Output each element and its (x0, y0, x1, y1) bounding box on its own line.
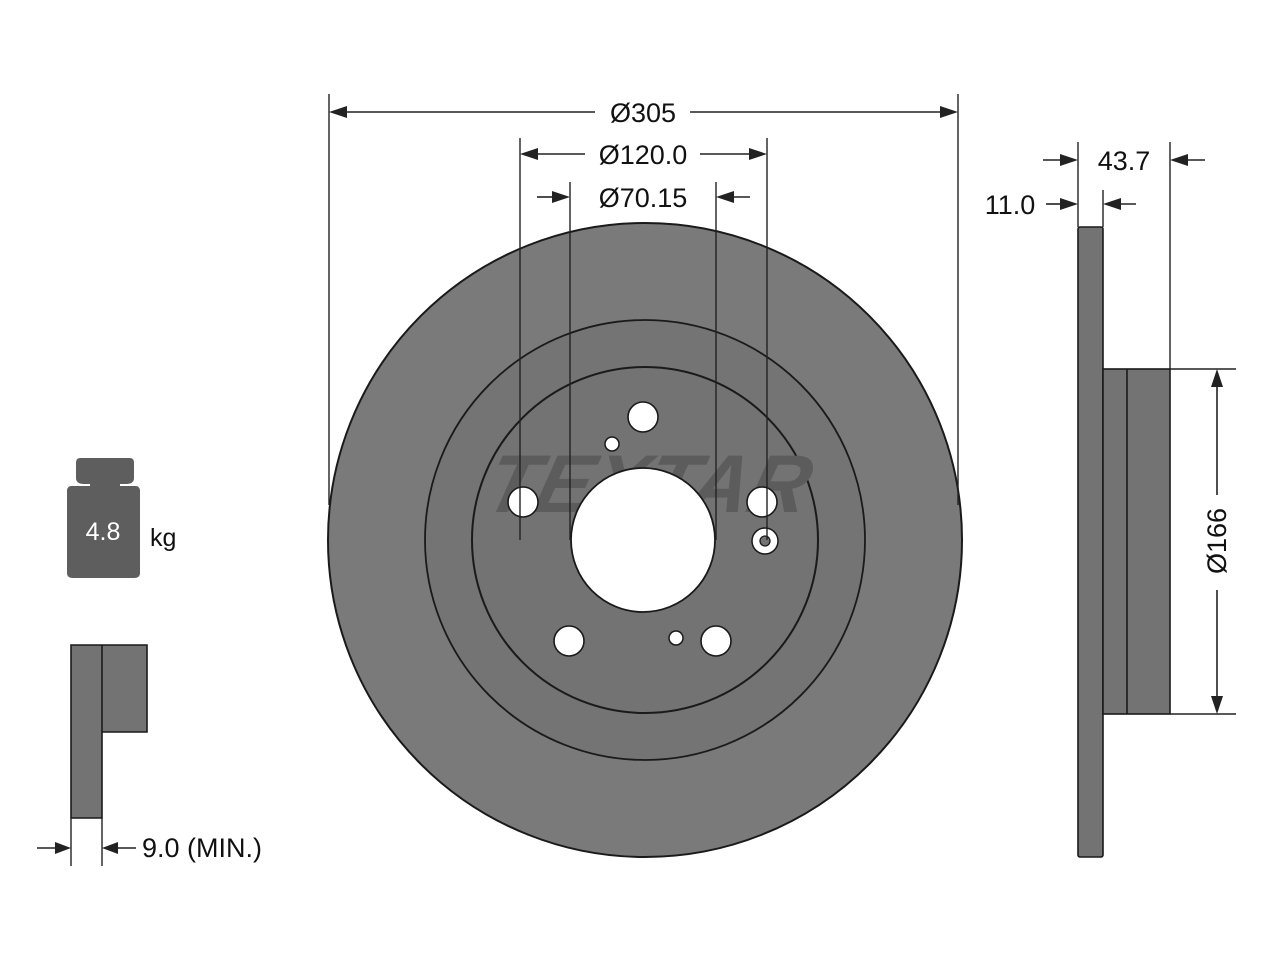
min-thickness-profile (70, 644, 148, 819)
wheel-bolt-hole (700, 625, 732, 657)
side-view-disc-plate (1077, 226, 1104, 858)
weight-icon (67, 458, 140, 578)
weight-indicator: 4.8 kg (67, 458, 176, 578)
outer-diameter-label: Ø305 (610, 98, 676, 128)
fixing-screw-hole (604, 436, 620, 452)
wheel-bolt-hole (553, 625, 585, 657)
disc-front-view: TEXTAR (327, 222, 963, 858)
center-bore (570, 467, 716, 613)
min-thickness-detail: 9.0 (MIN.) (37, 644, 262, 866)
weight-value: 4.8 (86, 518, 121, 546)
center-bore-label: Ø70.15 (599, 183, 688, 213)
weight-unit: kg (150, 524, 176, 552)
outer-diameter-dimension: Ø305 (328, 94, 959, 505)
overall-height-dimension: 43.7 (1043, 142, 1205, 369)
wheel-bolt-hole (746, 486, 778, 518)
disc-side-view (1077, 226, 1171, 858)
overall-height-label: 43.7 (1098, 146, 1151, 176)
bolt-circle-label: Ø120.0 (599, 140, 688, 170)
threaded-hole-inner (759, 535, 771, 547)
wheel-bolt-hole (507, 486, 539, 518)
hub-diameter-dimension: Ø166 (1170, 368, 1236, 715)
wheel-bolt-hole (627, 401, 659, 433)
center-bore-dimension: Ø70.15 (537, 182, 750, 540)
hub-diameter-label: Ø166 (1202, 508, 1232, 574)
disc-thickness-dimension: 11.0 (985, 190, 1136, 227)
disc-thickness-label: 11.0 (985, 190, 1036, 220)
min-thickness-label: 9.0 (MIN.) (142, 833, 262, 863)
side-view-hub (1102, 368, 1171, 715)
fixing-screw-hole (668, 630, 684, 646)
bolt-circle-dimension: Ø120.0 (519, 138, 768, 540)
